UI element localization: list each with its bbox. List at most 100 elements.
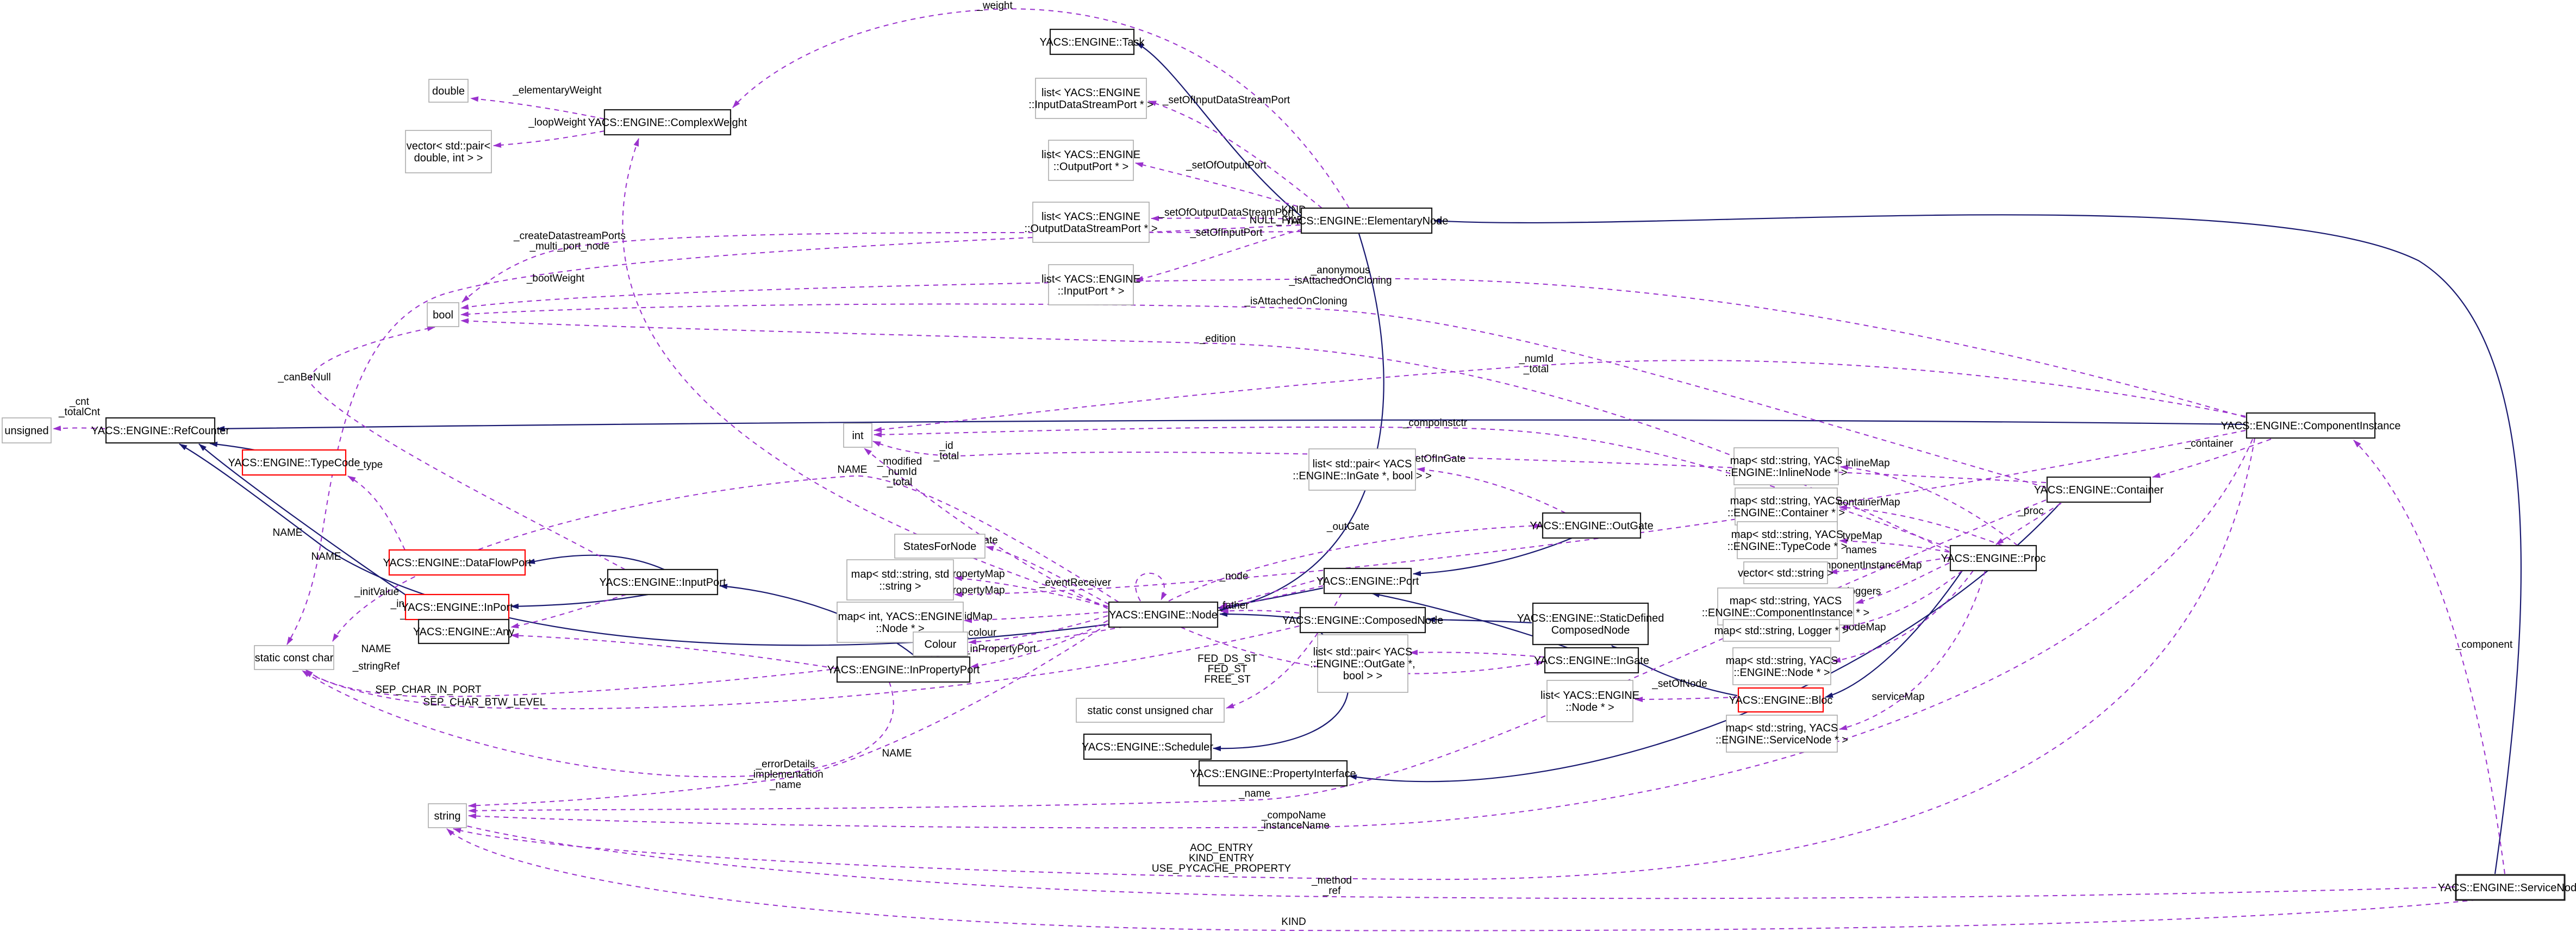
node-label[interactable]: YACS::ENGINE::Proc	[1941, 553, 2045, 565]
node-label[interactable]: YACS::ENGINE::Any	[413, 626, 514, 638]
class-node-in-property-port[interactable]: YACS::ENGINE::InPropertyPort	[827, 656, 980, 683]
node-label[interactable]: YACS::ENGINE::PropertyInterface	[1190, 768, 1356, 780]
type-node-list-input-datastream-port: list< YACS::ENGINE::InputDataStreamPort …	[1028, 78, 1153, 119]
node-label[interactable]: YACS::ENGINE::Scheduler	[1082, 741, 1213, 753]
class-node-in-gate[interactable]: YACS::ENGINE::InGate	[1534, 647, 1649, 674]
edge-label-servicemap: serviceMap	[1872, 691, 1924, 703]
member-edge-63	[2152, 439, 2272, 478]
node-label[interactable]: YACS::ENGINE::TypeCode	[228, 457, 360, 469]
edge-label--type: _type	[357, 459, 383, 471]
type-node-vector-string: vector< std::string >	[1738, 561, 1833, 584]
class-node-container[interactable]: YACS::ENGINE::Container	[2034, 476, 2164, 503]
class-node-out-gate[interactable]: YACS::ENGINE::OutGate	[1530, 512, 1654, 539]
node-label: map< std::string, YACS::ENGINE::Containe…	[1727, 495, 1845, 519]
edge-label-inlinemap: inlineMap	[1845, 458, 1889, 469]
node-label[interactable]: YACS::ENGINE::DataFlowPort	[383, 557, 531, 569]
class-node-any[interactable]: YACS::ENGINE::Any	[413, 618, 514, 645]
member-edge-44	[970, 620, 1108, 668]
class-node-complex-weight[interactable]: YACS::ENGINE::ComplexWeight	[588, 109, 747, 136]
node-label: StatesForNode	[903, 541, 977, 553]
edge-label-idmap: idMap	[964, 611, 993, 622]
class-node-input-port[interactable]: YACS::ENGINE::InputPort	[599, 568, 726, 596]
node-label[interactable]: YACS::ENGINE::ElementaryNode	[1285, 215, 1449, 227]
node-label[interactable]: YACS::ENGINE::RefCounter	[91, 425, 230, 437]
node-label: list< YACS::ENGINE::Node * >	[1540, 690, 1639, 714]
type-node-int: int	[843, 423, 872, 448]
node-label[interactable]: YACS::ENGINE::Port	[1317, 576, 1419, 587]
class-node-composed-node[interactable]: YACS::ENGINE::ComposedNode	[1282, 606, 1443, 634]
class-node-in-port[interactable]: YACS::ENGINE::InPort	[401, 593, 513, 621]
class-node-node[interactable]: YACS::ENGINE::Node	[1108, 601, 1219, 628]
node-label: map< std::string, Logger * >	[1714, 625, 1849, 637]
node-label: Colour	[925, 639, 957, 650]
inheritance-edge-10	[209, 441, 255, 451]
class-node-data-flow-port[interactable]: YACS::ENGINE::DataFlowPort	[383, 549, 532, 576]
node-label[interactable]: YACS::ENGINE::Container	[2034, 484, 2164, 496]
inheritance-edge-1	[1433, 214, 2522, 874]
edge-label-name: NAME	[882, 748, 912, 759]
node-label[interactable]: YACS::ENGINE::ComposedNode	[1282, 615, 1443, 627]
edge-label--setofnode: _setOfNode	[1651, 678, 1707, 690]
node-label[interactable]: YACS::ENGINE::InPropertyPort	[827, 664, 980, 676]
class-node-property-interface[interactable]: YACS::ENGINE::PropertyInterface	[1190, 760, 1356, 787]
node-label: unsigned	[4, 425, 48, 437]
edge-label--name: _name	[1238, 788, 1270, 799]
member-edge-60	[1832, 570, 1974, 663]
member-edge-45	[1135, 572, 1167, 602]
member-edge-31	[309, 326, 626, 570]
node-label[interactable]: YACS::ENGINE::ServiceNode	[2438, 882, 2576, 894]
member-edge-43	[968, 615, 1108, 645]
class-node-bloc[interactable]: YACS::ENGINE::Bloc	[1729, 687, 1833, 713]
edge-label-sep-char-in-port: SEP_CHAR_IN_PORT	[376, 684, 482, 696]
node-label[interactable]: YACS::ENGINE::InGate	[1534, 655, 1649, 667]
node-label: map< std::string, YACS::ENGINE::ServiceN…	[1716, 722, 1848, 746]
node-label[interactable]: YACS::ENGINE::InPort	[401, 602, 513, 614]
edge-label--id: _id_total	[933, 440, 959, 462]
class-node-task[interactable]: YACS::ENGINE::Task	[1039, 28, 1145, 55]
node-label: list< YACS::ENGINE::InputDataStreamPort …	[1028, 87, 1153, 111]
node-label: map< std::string, YACS::ENGINE::TypeCode…	[1727, 529, 1848, 553]
node-label[interactable]: YACS::ENGINE::OutGate	[1530, 520, 1653, 532]
node-label[interactable]: YACS::ENGINE::Task	[1039, 36, 1145, 48]
member-edge-40	[954, 576, 1108, 608]
member-edge-36	[872, 441, 2047, 483]
node-label[interactable]: YACS::ENGINE::Bloc	[1729, 695, 1833, 706]
class-node-component-instance[interactable]: YACS::ENGINE::ComponentInstance	[2221, 412, 2401, 439]
type-node-list-output-datastream-port: list< YACS::ENGINE::OutputDataStreamPort…	[1024, 202, 1158, 243]
edge-label--createdatastreamports: _createDatastreamPorts_multi_port_node	[513, 230, 626, 252]
type-node-colour: Colour	[913, 631, 968, 656]
class-node-ref-counter[interactable]: YACS::ENGINE::RefCounter	[91, 417, 230, 444]
class-node-elementary-node[interactable]: YACS::ENGINE::ElementaryNode	[1285, 207, 1449, 234]
class-node-type-code[interactable]: YACS::ENGINE::TypeCode	[228, 449, 360, 476]
class-node-proc[interactable]: YACS::ENGINE::Proc	[1941, 545, 2046, 572]
class-node-service-node[interactable]: YACS::ENGINE::ServiceNode	[2438, 874, 2576, 901]
member-edge-59	[1841, 570, 1963, 629]
inheritance-edge-13	[527, 554, 665, 571]
type-node-map-component-instance: map< std::string, YACS::ENGINE::Componen…	[1702, 587, 1869, 625]
edge-label--errordetails: _errorDetails_implementation_name	[747, 759, 823, 791]
edge-label--elementaryweight: _elementaryWeight	[512, 85, 602, 96]
member-edge-30	[460, 318, 1950, 552]
edge-label-name: NAME	[311, 551, 341, 562]
class-node-port[interactable]: YACS::ENGINE::Port	[1317, 567, 1419, 595]
edge-label--edition: _edition	[1199, 333, 1236, 345]
member-edge-49	[1168, 523, 1542, 602]
member-edge-26	[286, 224, 1301, 645]
member-edge-27	[461, 231, 1302, 303]
node-label[interactable]: YACS::ENGINE::ComplexWeight	[588, 117, 747, 129]
node-label[interactable]: YACS::ENGINE::ComponentInstance	[2221, 420, 2401, 432]
node-label[interactable]: YACS::ENGINE::InputPort	[599, 577, 726, 589]
class-node-scheduler[interactable]: YACS::ENGINE::Scheduler	[1082, 733, 1213, 760]
type-node-list-pair-outgate-bool: list< std::pair< YACS::ENGINE::OutGate *…	[1310, 634, 1415, 693]
node-label: list< YACS::ENGINE::InputPort * >	[1041, 273, 1140, 297]
member-edge-21	[732, 8, 1350, 209]
node-label[interactable]: YACS::ENGINE::Node	[1109, 609, 1218, 621]
node-label: vector< std::string >	[1738, 567, 1833, 579]
edges-layer	[53, 8, 2522, 931]
member-edge-28	[460, 278, 2246, 418]
